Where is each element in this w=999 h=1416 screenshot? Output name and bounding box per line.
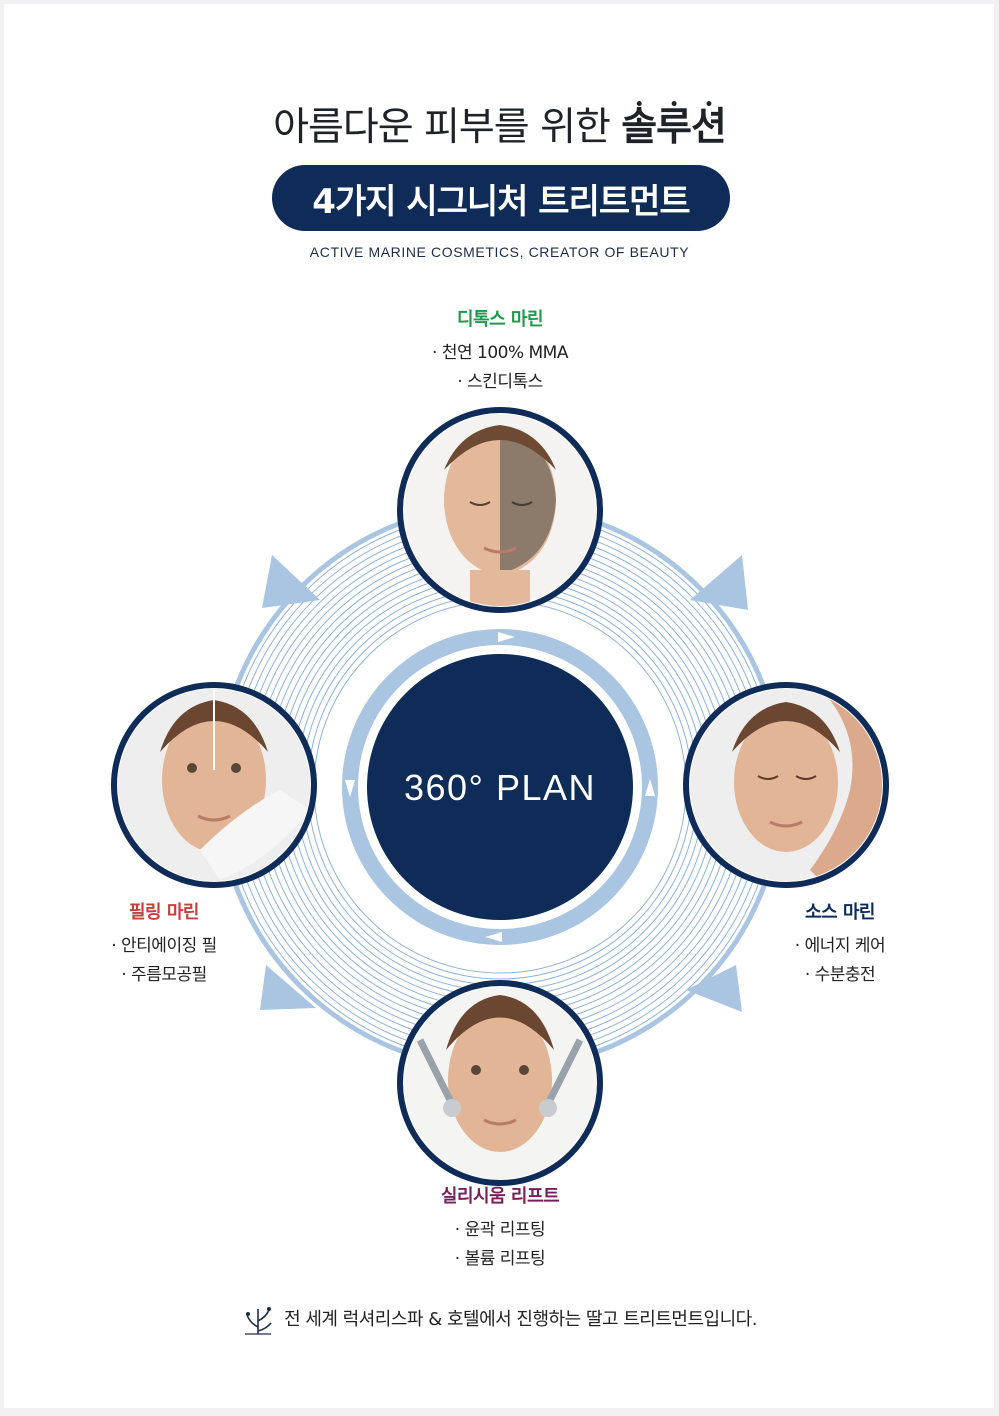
arrow-icon	[686, 965, 742, 1012]
center-plan-label: 360° PLAN	[404, 767, 596, 808]
footer: 전 세계 럭셔리스파 & 호텔에서 진행하는 딸고 트리트먼트입니다.	[0, 1305, 999, 1335]
headline-prefix: 아름다운 피부를 위한	[273, 105, 622, 150]
treatment-item: · 수분충전	[804, 965, 876, 985]
arrow-icon	[485, 932, 502, 942]
portrait-peeling	[111, 682, 317, 888]
treatment-title: 소스 마린	[804, 902, 876, 923]
treatment-silicium: 실리시움 리프트 · 윤곽 리프팅 · 볼륨 리프팅	[390, 1182, 610, 1274]
arrow-icon	[690, 555, 748, 610]
treatment-title: 디톡스 마린	[456, 309, 544, 330]
seaweed-icon	[245, 1307, 272, 1335]
emphasis-dots: •••	[634, 97, 714, 113]
portrait-source	[683, 682, 889, 888]
arrow-icon	[260, 965, 316, 1010]
treatment-item: · 스킨디톡스	[457, 372, 543, 392]
signature-badge: 4가지 시그니처 트리트먼트	[272, 165, 730, 231]
headline-emphasis: •••솔루션	[621, 97, 727, 150]
treatment-title: 필링 마린	[128, 902, 200, 923]
footer-text: 전 세계 럭셔리스파 & 호텔에서 진행하는 딸고 트리트먼트입니다.	[284, 1309, 757, 1330]
treatment-item: · 에너지 케어	[794, 936, 886, 956]
arrow-icon	[645, 779, 655, 796]
treatment-peeling: 필링 마린 · 안티에이징 필 · 주름모공필	[64, 898, 264, 990]
treatment-title: 실리시움 리프트	[440, 1186, 560, 1207]
treatment-item: · 안티에이징 필	[111, 936, 217, 956]
treatment-source: 소스 마린 · 에너지 케어 · 수분충전	[740, 898, 940, 990]
portrait-detox	[397, 407, 603, 613]
center-disk	[367, 654, 633, 920]
inner-ring-arrows	[345, 632, 655, 942]
treatment-item: · 주름모공필	[121, 965, 207, 985]
arrow-icon	[498, 632, 515, 642]
treatment-item: · 천연 100% MMA	[432, 343, 568, 363]
treatment-item: · 볼륨 리프팅	[454, 1249, 546, 1269]
brand-subtitle: ACTIVE MARINE COSMETICS, CREATOR OF BEAU…	[309, 244, 690, 260]
arrow-icon	[262, 555, 320, 608]
treatment-item: · 윤곽 리프팅	[454, 1220, 546, 1240]
cycle-arrows	[260, 555, 748, 1012]
headline: 아름다운 피부를 위한 •••솔루션	[0, 96, 999, 152]
treatment-detox: 디톡스 마린 · 천연 100% MMA · 스킨디톡스	[400, 305, 600, 397]
signature-badge-label: 4가지 시그니처 트리트먼트	[312, 181, 690, 222]
portrait-silicium	[397, 980, 603, 1186]
arrow-icon	[345, 780, 355, 797]
